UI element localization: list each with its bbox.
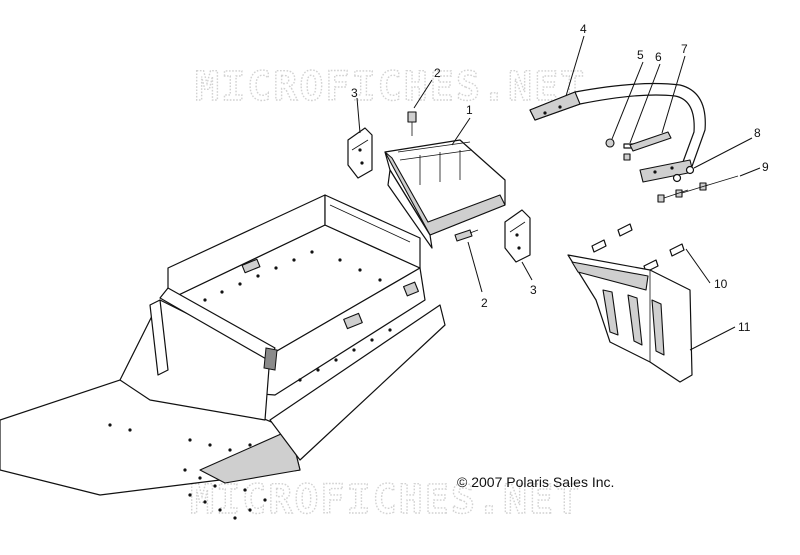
callout-7: 7 bbox=[681, 42, 688, 56]
callout-3-right: 3 bbox=[530, 283, 537, 297]
callout-10: 10 bbox=[714, 277, 728, 291]
snow-flap bbox=[567, 254, 693, 383]
watermark-bottom: MICROFICHES.NET bbox=[190, 477, 581, 523]
callout-11: 11 bbox=[738, 320, 751, 334]
fastener-upper bbox=[407, 111, 417, 136]
leader-lines bbox=[356, 35, 761, 351]
callout-5: 5 bbox=[637, 48, 644, 62]
watermark-top: MICROFICHES.NET bbox=[195, 64, 586, 110]
fastener-lower bbox=[454, 229, 479, 242]
hardware-nut bbox=[605, 138, 615, 148]
washers bbox=[672, 165, 695, 183]
bag-bracket-left bbox=[347, 127, 373, 179]
bag-bracket-right bbox=[504, 209, 531, 263]
callout-8: 8 bbox=[754, 126, 761, 140]
bolts bbox=[657, 175, 739, 203]
chassis-tunnel bbox=[0, 194, 446, 496]
chassis-rivets bbox=[108, 250, 392, 520]
hardware-screw bbox=[623, 143, 635, 161]
callout-2-lower: 2 bbox=[481, 296, 488, 310]
storage-bag bbox=[384, 139, 506, 249]
rear-grab-bar bbox=[529, 82, 706, 183]
callout-2-upper: 2 bbox=[434, 66, 441, 80]
callout-3-left: 3 bbox=[351, 86, 358, 100]
copyright-notice: © 2007 Polaris Sales Inc. bbox=[457, 474, 614, 490]
callout-9: 9 bbox=[762, 160, 769, 174]
callout-6: 6 bbox=[655, 50, 662, 64]
push-rivets bbox=[591, 223, 685, 273]
callout-4: 4 bbox=[580, 22, 587, 36]
hardware-plate bbox=[629, 131, 672, 152]
callout-1: 1 bbox=[466, 103, 473, 117]
